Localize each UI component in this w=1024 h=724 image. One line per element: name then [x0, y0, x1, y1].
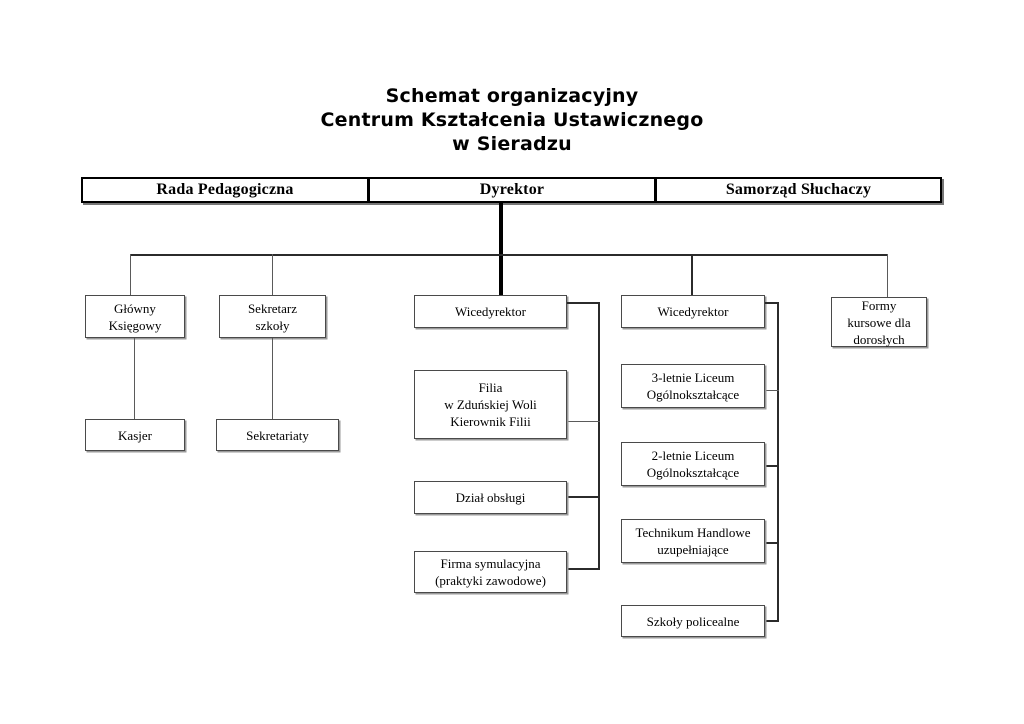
node-label: Samorząd Słuchaczy — [725, 181, 872, 198]
node-label: Filia w Zduńskiej Woli Kierownik Filii — [444, 380, 537, 429]
title-line-3: w Sieradzu — [452, 133, 572, 155]
node-label: Wicedyrektor — [455, 304, 526, 319]
node-label: 3-letnie Liceum Ogólnokształcące — [646, 370, 740, 402]
connector-drop-sekretarz-szkoly — [272, 254, 273, 297]
node-glowny-ksiegowy[interactable]: Główny Księgowy — [85, 295, 185, 338]
node-label: Kasjer — [118, 427, 152, 443]
node-sekretarz-szkoly[interactable]: Sekretarz szkoły — [219, 295, 326, 338]
node-label: Wicedyrektor — [657, 304, 729, 319]
node-label: Sekretarz szkoły — [247, 300, 298, 333]
node-dyrektor[interactable]: Dyrektor — [368, 177, 656, 203]
node-liceum-2-letnie[interactable]: 2-letnie Liceum Ogólnokształcące — [621, 442, 765, 486]
connector-middle-column-bus — [598, 302, 600, 569]
node-filia-zdunska-wola[interactable]: Filia w Zduńskiej Woli Kierownik Filii — [414, 370, 567, 439]
node-kasjer[interactable]: Kasjer — [85, 419, 185, 451]
connector-stub-technikum — [765, 542, 779, 544]
connector-stub-liceum-2 — [765, 465, 779, 467]
node-szkoly-policealne[interactable]: Szkoły policealne — [621, 605, 765, 637]
connector-distribution-bus — [130, 254, 888, 256]
title-line-2: Centrum Kształcenia Ustawicznego — [320, 109, 704, 131]
node-dzial-obslugi[interactable]: Dział obsługi — [414, 481, 567, 514]
connector-stub-dzial-obslugi — [567, 496, 600, 498]
node-wicedyrektor-right[interactable]: Wicedyrektor — [621, 295, 765, 328]
connector-drop-wicedyrektor-right — [691, 254, 693, 297]
connector-drop-glowny-ksiegowy — [130, 254, 131, 297]
connector-stub-filia — [567, 421, 600, 422]
node-label: Firma symulacyjna (praktyki zawodowe) — [435, 556, 546, 588]
connector-drop-formy-kursowe — [887, 254, 888, 297]
node-samorzad-sluchaczy[interactable]: Samorząd Słuchaczy — [655, 177, 942, 203]
connector-sekretarz-to-sekretariaty — [272, 338, 273, 419]
connector-stub-wicedyrektor-middle — [567, 302, 600, 304]
node-label: Dział obsługi — [455, 490, 526, 505]
connector-dyrektor-spine — [499, 203, 503, 297]
node-label: Główny Księgowy — [108, 300, 162, 333]
node-label: Rada Pedagogiczna — [156, 181, 294, 198]
node-liceum-3-letnie[interactable]: 3-letnie Liceum Ogólnokształcące — [621, 364, 765, 408]
node-label: Formy kursowe dla dorosłych — [847, 297, 911, 347]
connector-glowny-ksiegowy-to-kasjer — [134, 338, 135, 419]
connector-stub-liceum-3 — [765, 390, 779, 391]
connector-right-column-bus — [777, 302, 779, 622]
node-technikum-handlowe[interactable]: Technikum Handlowe uzupełniające — [621, 519, 765, 563]
connector-stub-szkoly-policealne — [765, 620, 779, 622]
node-wicedyrektor-middle[interactable]: Wicedyrektor — [414, 295, 567, 328]
connector-stub-wicedyrektor-right — [765, 302, 779, 304]
node-rada-pedagogiczna[interactable]: Rada Pedagogiczna — [81, 177, 369, 203]
node-sekretariaty[interactable]: Sekretariaty — [216, 419, 339, 451]
node-label: Szkoły policealne — [646, 613, 740, 629]
connector-stub-firma-symulacyjna — [567, 568, 600, 570]
node-label: Sekretariaty — [246, 427, 309, 443]
title-line-1: Schemat organizacyjny — [385, 85, 639, 107]
node-label: 2-letnie Liceum Ogólnokształcące — [646, 448, 740, 480]
node-label: Dyrektor — [479, 181, 545, 198]
node-firma-symulacyjna[interactable]: Firma symulacyjna (praktyki zawodowe) — [414, 551, 567, 593]
page-title: Schemat organizacyjny Centrum Kształceni… — [0, 84, 1024, 156]
node-formy-kursowe-dla-doroslych[interactable]: Formy kursowe dla dorosłych — [831, 297, 927, 347]
node-label: Technikum Handlowe uzupełniające — [635, 525, 751, 557]
